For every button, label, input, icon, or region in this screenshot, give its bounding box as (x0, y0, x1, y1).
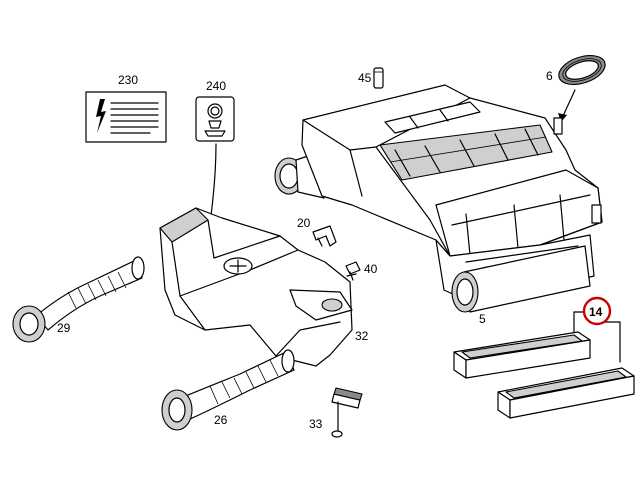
highlight-circle-14 (582, 296, 612, 326)
part-label-14[interactable]: 14 (589, 305, 603, 319)
part-label-29: 29 (57, 321, 71, 335)
warning-label-230 (85, 91, 167, 143)
stud-45 (373, 67, 384, 89)
seal-ring-6 (558, 55, 606, 85)
clamp-33 (331, 387, 363, 438)
air-filter-housing-5 (274, 84, 603, 313)
part-label-32: 32 (355, 329, 369, 343)
intake-hose-29 (12, 256, 145, 343)
intake-hose-26 (161, 349, 295, 431)
part-label-6: 6 (546, 69, 553, 83)
emblem-240 (195, 96, 235, 142)
part-label-33: 33 (309, 417, 323, 431)
seal-arrow (562, 89, 576, 117)
part-label-5: 5 (479, 312, 486, 326)
clip-20 (312, 225, 337, 247)
screw-40 (345, 261, 361, 281)
lightning-bolt-icon (96, 99, 106, 133)
filter-elements-14 (453, 311, 635, 419)
part-label-230: 230 (118, 73, 138, 87)
part-label-40: 40 (364, 262, 378, 276)
part-label-20: 20 (297, 216, 311, 230)
part-label-26: 26 (214, 413, 228, 427)
intake-cover-32 (159, 207, 353, 367)
part-label-240: 240 (206, 79, 226, 93)
part-label-45: 45 (358, 71, 372, 85)
